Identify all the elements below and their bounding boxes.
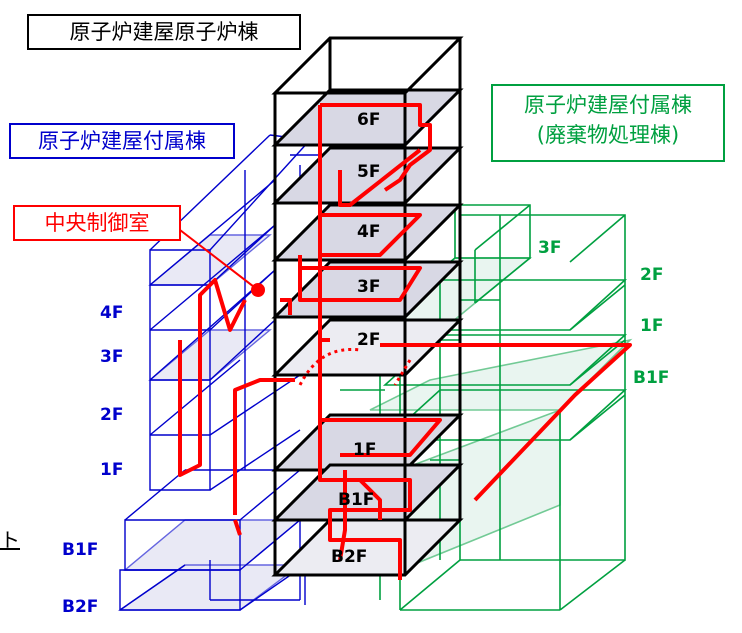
center-floor-b2f: B2F bbox=[331, 547, 368, 567]
left-floor-1f: 1F bbox=[100, 460, 124, 480]
left-floor-3f: 3F bbox=[100, 347, 124, 367]
center-floor-3f: 3F bbox=[357, 277, 381, 297]
right-floor-3f: 3F bbox=[538, 238, 562, 258]
control-room-marker bbox=[251, 283, 265, 297]
right-floor-1f: 1F bbox=[640, 316, 664, 336]
route-lines bbox=[178, 103, 632, 580]
left-floor-4f: 4F bbox=[100, 303, 124, 323]
center-floor-b1f: B1F bbox=[338, 490, 375, 510]
left-floor-b1f: B1F bbox=[62, 540, 99, 560]
right-annex-label: 原子炉建屋付属棟 (廃棄物処理棟) bbox=[491, 84, 725, 162]
control-room-label: 中央制御室 bbox=[13, 205, 181, 241]
right-annex-label-line2: (廃棄物処理棟) bbox=[536, 123, 680, 147]
center-floor-1f: 1F bbox=[353, 440, 377, 460]
right-floor-b1f: B1F bbox=[633, 368, 670, 388]
center-floor-5f: 5F bbox=[357, 162, 381, 182]
center-floor-6f: 6F bbox=[357, 110, 381, 130]
center-floor-4f: 4F bbox=[357, 222, 381, 242]
left-annex-label: 原子炉建屋付属棟 bbox=[9, 123, 235, 159]
right-floor-2f: 2F bbox=[640, 265, 664, 285]
control-room-leader bbox=[179, 229, 259, 291]
left-floor-2f: 2F bbox=[100, 405, 124, 425]
right-annex-label-line1: 原子炉建屋付属棟 bbox=[524, 93, 692, 117]
route-dotted bbox=[298, 347, 412, 386]
edge-fragment-text: ト bbox=[0, 528, 20, 552]
main-building-label: 原子炉建屋原子炉棟 bbox=[27, 14, 301, 50]
left-floor-b2f: B2F bbox=[62, 597, 99, 617]
center-floor-2f: 2F bbox=[357, 330, 381, 350]
